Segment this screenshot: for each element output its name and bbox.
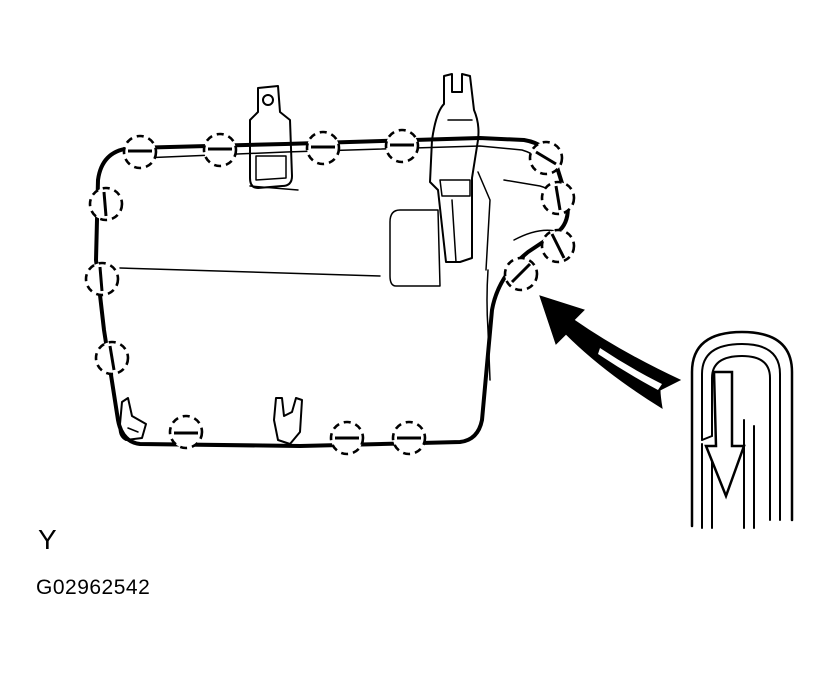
clip-marker <box>84 261 120 297</box>
clip-release-detail-icon <box>690 330 794 529</box>
clip-marker <box>540 180 576 216</box>
figure-code: G02962542 <box>36 576 151 599</box>
clip-marker <box>384 128 420 164</box>
clip-marker <box>540 228 576 264</box>
panel-outline <box>94 136 570 448</box>
bottom-clip-center <box>273 397 303 445</box>
clip-marker <box>202 132 238 168</box>
clip-marker <box>391 420 427 456</box>
clip-marker <box>88 186 124 222</box>
upper-bracket <box>249 85 299 191</box>
view-label: Y <box>38 524 57 555</box>
clip-marker <box>305 130 341 166</box>
clip-marker <box>168 414 204 450</box>
clip-marker <box>329 420 365 456</box>
clip-marker <box>528 140 564 176</box>
clip-marker <box>122 134 158 170</box>
clip-marker <box>503 256 539 292</box>
callout-arrow-icon <box>539 295 682 410</box>
clip-markers <box>84 128 576 456</box>
bottom-clip-left <box>118 397 147 441</box>
connector-housing <box>389 73 491 287</box>
clip-marker <box>94 340 130 376</box>
